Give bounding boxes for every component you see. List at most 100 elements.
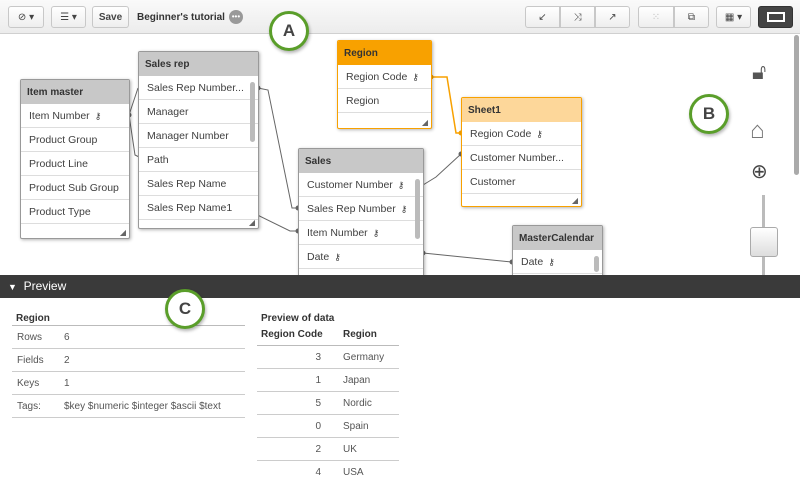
- field-row[interactable]: Date ⚷: [299, 245, 423, 269]
- collapse-button[interactable]: ↙: [525, 6, 560, 28]
- region-code-cell: 5: [315, 398, 321, 409]
- save-button[interactable]: Save: [92, 6, 129, 28]
- field-row[interactable]: Region Code⚷: [462, 122, 581, 146]
- field-row[interactable]: Region Code⚷: [338, 65, 431, 89]
- unlink-button[interactable]: ⤨: [560, 6, 595, 28]
- grid-view-button[interactable]: ▦ ▾: [716, 6, 751, 28]
- field-row[interactable]: Region: [338, 89, 431, 113]
- field-row[interactable]: Customer Number...: [462, 146, 581, 170]
- zoom-in-icon[interactable]: ⊕: [751, 161, 768, 183]
- link-sales-sheet1: [422, 153, 462, 186]
- field-row[interactable]: Product Sub Group: [21, 176, 129, 200]
- field-row[interactable]: Path: [139, 148, 258, 172]
- key-icon: ⚷: [372, 228, 380, 238]
- field-row[interactable]: Manager Number: [139, 124, 258, 148]
- field-name: Path: [147, 154, 169, 166]
- preview-icon: [766, 12, 785, 22]
- field-name: Region Code: [470, 128, 532, 140]
- navigation-menu-button[interactable]: ⊘ ▾: [8, 6, 44, 28]
- list-menu-button[interactable]: ☰ ▾: [51, 6, 86, 28]
- table-header[interactable]: MasterCalendar: [513, 226, 602, 250]
- region-code-cell: 3: [315, 352, 321, 363]
- unlink-icon: ⤨: [573, 11, 582, 23]
- key-icon: ⚷: [94, 111, 102, 121]
- callout-a: A: [269, 11, 309, 51]
- region-cell: Germany: [343, 352, 385, 363]
- field-name: Item Number: [29, 110, 90, 122]
- table-header[interactable]: Sales rep: [139, 52, 258, 76]
- zoom-slider-handle[interactable]: [750, 227, 778, 257]
- resize-handle-icon[interactable]: ◢: [248, 218, 255, 227]
- linked-tables-button[interactable]: ⧉: [674, 6, 709, 28]
- table-header[interactable]: Sales: [299, 149, 423, 173]
- home-icon[interactable]: ⌂: [750, 117, 765, 144]
- toolbar: ⊘ ▾ ☰ ▾ Save Beginner's tutorial ••• ↙ ⤨…: [0, 0, 800, 34]
- meta-key: Keys: [17, 378, 40, 389]
- canvas-scrollbar[interactable]: [794, 35, 799, 175]
- field-row[interactable]: Product Type: [21, 200, 129, 224]
- table-scrollbar[interactable]: [594, 256, 599, 272]
- table-scrollbar[interactable]: [250, 82, 255, 142]
- table-header[interactable]: Item master: [21, 80, 129, 104]
- meta-value: 1: [64, 378, 70, 389]
- key-icon: ⚷: [334, 252, 341, 262]
- field-row[interactable]: Sales Rep Name1: [139, 196, 258, 220]
- col-header-region: Region: [343, 329, 377, 340]
- region-cell: USA: [343, 467, 364, 478]
- preview-toggle-button[interactable]: [758, 6, 793, 28]
- field-row[interactable]: Customer: [462, 170, 581, 194]
- field-name: Date: [307, 251, 330, 263]
- region-cell: Spain: [343, 421, 369, 432]
- table-header[interactable]: Region: [338, 41, 431, 65]
- field-row[interactable]: Item Number ⚷: [21, 104, 129, 128]
- region-code-cell: 1: [315, 375, 321, 386]
- callout-b: B: [689, 94, 729, 134]
- field-row[interactable]: Sales Rep Name: [139, 172, 258, 196]
- field-row[interactable]: Item Number⚷: [299, 221, 423, 245]
- internal-view-button[interactable]: ⁙: [638, 6, 674, 28]
- data-row: 1 Japan: [257, 369, 399, 392]
- field-name: Manager Number: [147, 130, 229, 142]
- dots-icon[interactable]: •••: [228, 10, 243, 24]
- field-name: Sales Rep Name: [147, 178, 227, 190]
- resize-handle-icon[interactable]: ◢: [593, 274, 599, 275]
- field-row[interactable]: Customer Number⚷: [299, 173, 423, 197]
- field-row[interactable]: Date⚷: [513, 250, 602, 274]
- region-cell: Japan: [343, 375, 371, 386]
- key-icon: ⚷: [400, 204, 408, 214]
- app-title-group: Beginner's tutorial •••: [137, 10, 243, 24]
- resize-handle-icon[interactable]: ◢: [119, 228, 126, 237]
- field-row[interactable]: Product Group: [21, 128, 129, 152]
- callout-c: C: [165, 289, 205, 329]
- expand-button[interactable]: ↗: [595, 6, 630, 28]
- field-row[interactable]: Sales Rep Number⚷: [299, 197, 423, 221]
- region-cell: UK: [343, 444, 357, 455]
- resize-handle-icon[interactable]: ◢: [421, 118, 428, 127]
- field-row[interactable]: Manager: [139, 100, 258, 124]
- field-name: Region: [346, 95, 380, 107]
- lock-icon[interactable]: 🔓︎: [752, 59, 767, 84]
- table-header[interactable]: Sheet1: [462, 98, 581, 122]
- preview-panel-header[interactable]: ▼ Preview: [0, 275, 800, 298]
- linked-tables-icon: ⧉: [687, 11, 696, 23]
- field-name: Sales Rep Number...: [147, 82, 244, 94]
- link-region-sheet1: [431, 76, 461, 134]
- key-icon: ⚷: [548, 257, 555, 267]
- field-row[interactable]: Product Line: [21, 152, 129, 176]
- field-row[interactable]: Sales Rep Number...: [139, 76, 258, 100]
- meta-value: 2: [64, 355, 70, 366]
- table-scrollbar[interactable]: [415, 179, 420, 239]
- resize-handle-icon[interactable]: ◢: [571, 196, 578, 205]
